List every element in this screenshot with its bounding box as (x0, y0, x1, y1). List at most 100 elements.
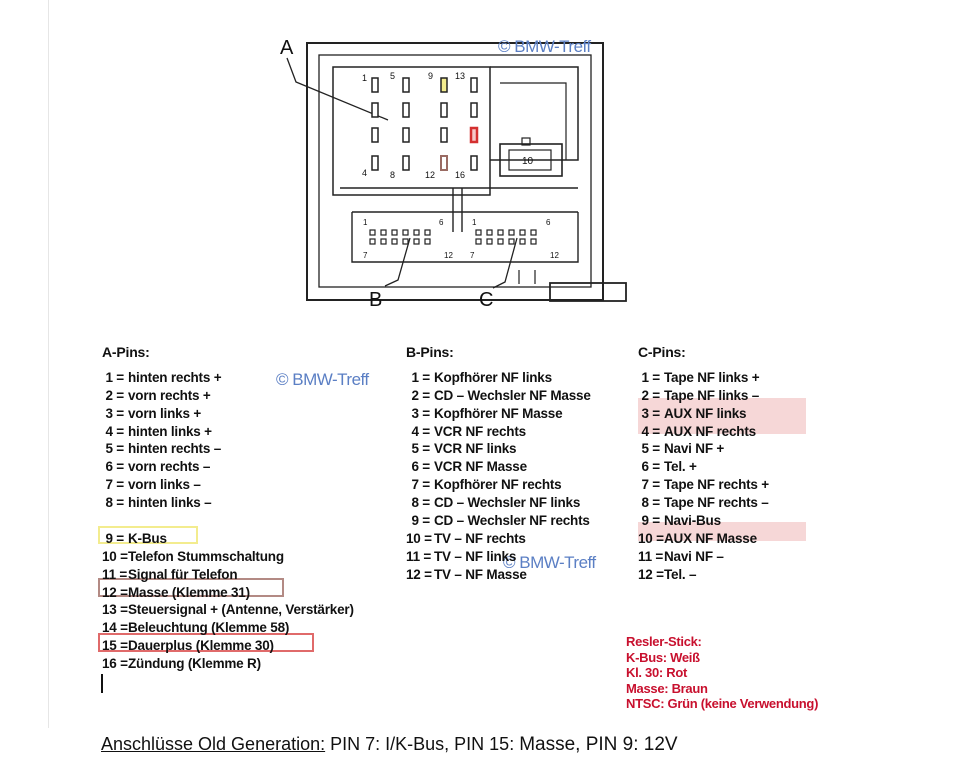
a-pin-slot (440, 77, 448, 93)
b-pins-title: B-Pins: (406, 344, 454, 360)
pin-number: 6 = (105, 459, 124, 475)
c-pin-row: 12 =Tel. – (638, 566, 769, 584)
b-pin-num-6: 6 (439, 218, 444, 227)
pin-number: 5 = (105, 441, 124, 457)
a-pin-row: 12 =Masse (Klemme 31) (102, 584, 354, 602)
bc-pin-slot (497, 238, 504, 245)
a-pin-slot (402, 155, 410, 171)
a-pin-slot (470, 102, 478, 118)
bc-pin-slot (508, 229, 515, 236)
a-pin-slot (470, 155, 478, 171)
caption-heading: Anschlüsse Old Generation: (101, 734, 326, 754)
pin-number: 15 = (102, 638, 128, 654)
pin-description: Tape NF links + (664, 369, 760, 385)
bc-block-pins (369, 229, 537, 245)
pin-10-block (499, 143, 563, 177)
pin-description: AUX NF links (664, 405, 747, 421)
bc-pin-slot (486, 238, 493, 245)
caption: Anschlüsse Old Generation: PIN 7: I/K-Bu… (101, 734, 678, 756)
pin-number: 8 = (641, 495, 660, 511)
c-pin-num-6: 6 (546, 218, 551, 227)
a-pin-row: 4 =hinten links + (102, 423, 354, 441)
pin-number: 6 = (411, 459, 430, 475)
bc-pin-slot (413, 229, 420, 236)
a-pin-slot (470, 77, 478, 93)
a-pin-slot (469, 126, 479, 144)
c-pin-row: 9 =Navi-Bus (638, 512, 769, 530)
caption-text-a: PIN 7: I/K-Bus, PIN 15: (325, 734, 520, 754)
pin-number: 12 = (638, 566, 664, 582)
bc-pin-slot (530, 229, 537, 236)
pin-number: 3 = (641, 405, 660, 421)
pin-number: 7 = (411, 477, 430, 493)
pin-description: Tape NF rechts – (664, 495, 769, 511)
pin-description: vorn links – (128, 477, 201, 493)
a-pins-list: 1 =hinten rechts +2 =vorn rechts +3 =vor… (102, 369, 354, 673)
pin-number: 7 = (105, 477, 124, 493)
pin-description: K-Bus (128, 530, 167, 546)
pin-number: 12 = (102, 584, 128, 600)
pin-description: Kopfhörer NF links (434, 369, 552, 385)
highlight-k-bus (98, 526, 198, 544)
pin-description: Navi-Bus (664, 513, 721, 529)
caption-text-b: Masse, PIN 9: 12V (519, 734, 678, 755)
pin-description: Masse (Klemme 31) (128, 584, 250, 600)
bc-pin-slot (369, 238, 376, 245)
b-pin-num-12: 12 (444, 251, 453, 260)
a-pin-slot (371, 77, 379, 93)
pin-description: hinten links – (128, 495, 212, 511)
resler-stick-legend: Resler-Stick: K-Bus: Weiß Kl. 30: Rot Ma… (626, 634, 818, 712)
a-pin-slot (440, 102, 448, 118)
pin-description: VCR NF Masse (434, 459, 527, 475)
pin-description: vorn rechts + (128, 387, 211, 403)
pin-description: Navi NF + (664, 441, 725, 457)
pin-description: vorn links + (128, 405, 202, 421)
bc-pin-slot (413, 238, 420, 245)
legend-line: Kl. 30: Rot (626, 665, 687, 681)
pin-number: 1 = (641, 369, 660, 385)
bc-pin-slot (486, 229, 493, 236)
bc-pin-slot (519, 229, 526, 236)
pin-number: 3 = (105, 405, 124, 421)
pin-description: hinten rechts + (128, 369, 222, 385)
bc-pin-slot (475, 229, 482, 236)
pin-number: 11 = (406, 548, 432, 564)
a-block-outline (332, 66, 491, 196)
pin-number: 11 = (638, 548, 664, 564)
legend-line: K-Bus: Weiß (626, 649, 700, 665)
b-pin-row: 6 =VCR NF Masse (406, 458, 591, 476)
pin-description: Dauerplus (Klemme 30) (128, 638, 274, 654)
pin-description: Tape NF rechts + (664, 477, 769, 493)
pin-description: VCR NF rechts (434, 423, 526, 439)
pin-description: Telefon Stummschaltung (128, 548, 284, 564)
c-pin-row: 8 =Tape NF rechts – (638, 494, 769, 512)
b-pin-row: 3 =Kopfhörer NF Masse (406, 405, 591, 423)
a-pin-num-4: 4 (362, 168, 367, 178)
pin-description: hinten links + (128, 423, 212, 439)
label-c: C (479, 289, 493, 311)
c-pins-title: C-Pins: (638, 344, 686, 360)
highlight-dauerplus (98, 633, 314, 652)
pin-number: 4 = (411, 423, 430, 439)
a-pin-row: 15 =Dauerplus (Klemme 30) (102, 637, 354, 655)
bc-pin-slot (402, 238, 409, 245)
pin-number: 11 = (102, 566, 128, 582)
connector-inner-wall (318, 54, 592, 288)
c-pin-row: 5 =Navi NF + (638, 440, 769, 458)
text-cursor (101, 674, 103, 693)
b-pin-row: 7 =Kopfhörer NF rechts (406, 476, 591, 494)
pin-number: 4 = (105, 423, 124, 439)
pin-number: 2 = (105, 387, 124, 403)
b-pin-row: 10 =TV – NF rechts (406, 530, 591, 548)
bc-pin-slot (380, 229, 387, 236)
pin-number: 4 = (641, 423, 660, 439)
a-pin-num-12: 12 (425, 170, 435, 180)
c-pin-row: 6 =Tel. + (638, 458, 769, 476)
pin-description: Tape NF links – (664, 387, 760, 403)
a-pin-row: 10 =Telefon Stummschaltung (102, 548, 354, 566)
label-pin-10: 10 (522, 156, 534, 167)
c-pins-column: C-Pins: 1 =Tape NF links +2 =Tape NF lin… (638, 344, 769, 584)
legend-line: Resler-Stick: (626, 634, 702, 649)
pin-number: 13 = (102, 602, 128, 618)
